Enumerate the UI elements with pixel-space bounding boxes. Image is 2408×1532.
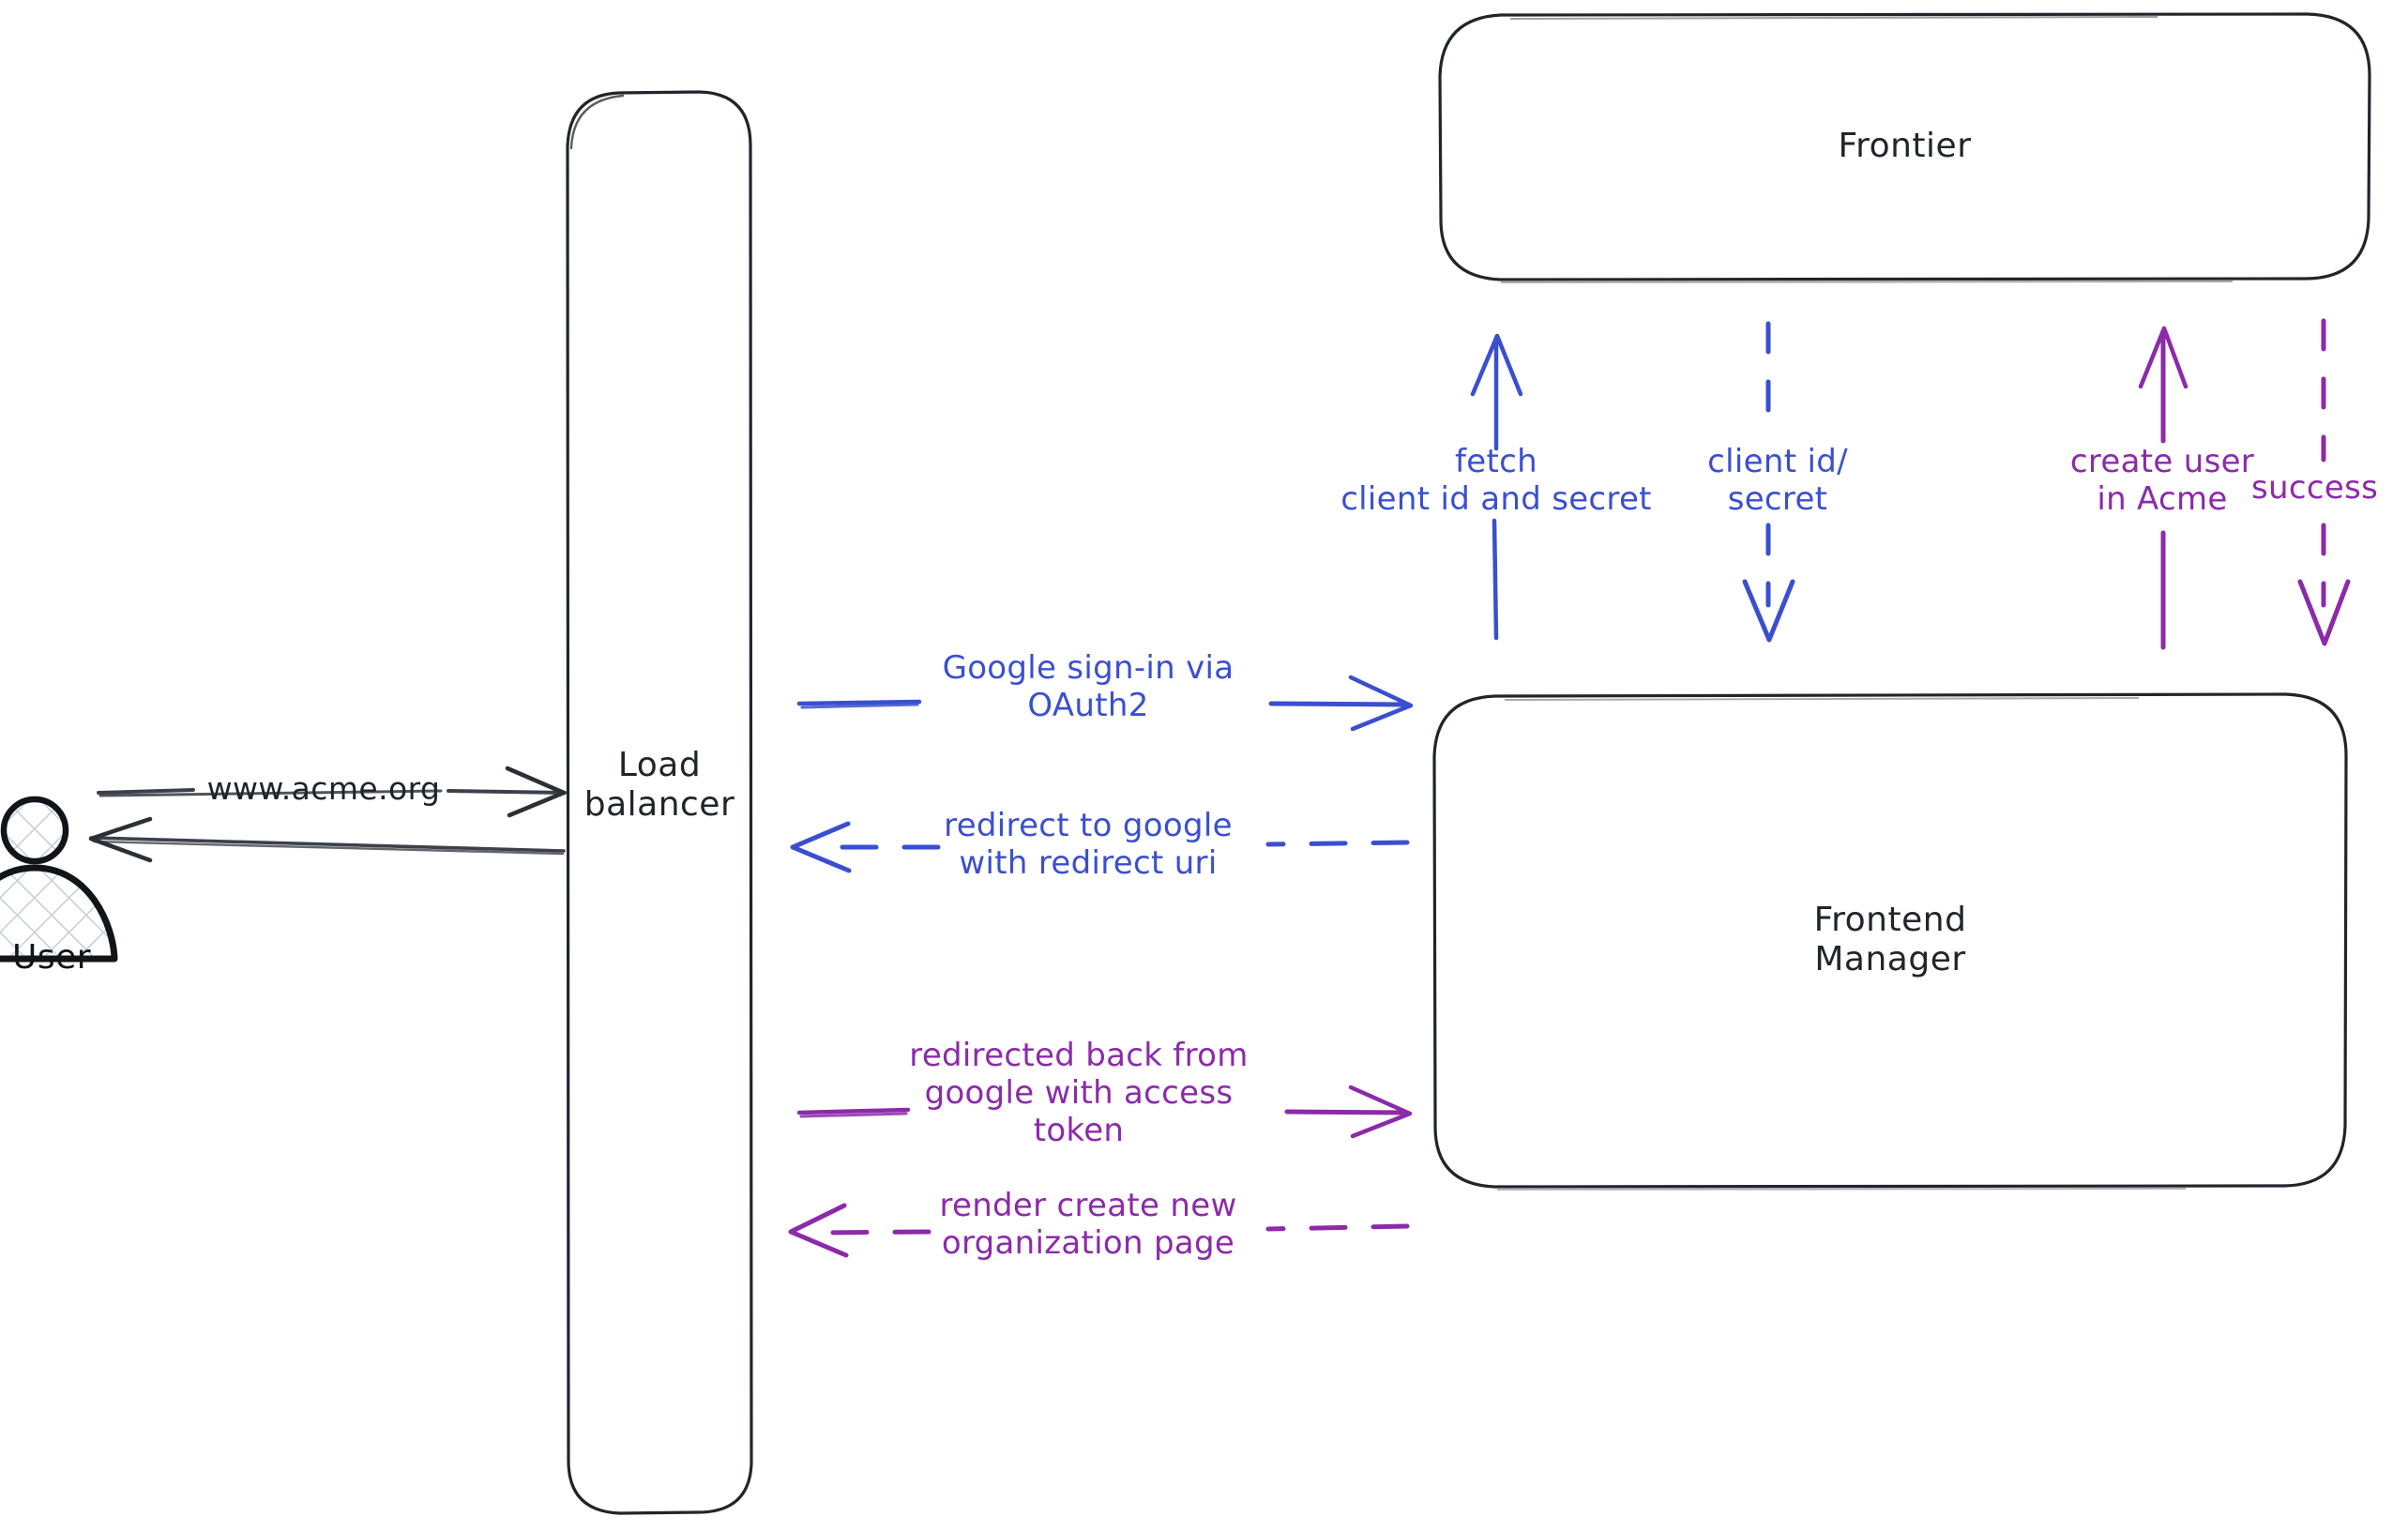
actor-label-user: User (11, 938, 92, 977)
edge-create-user-in-acme[interactable] (2138, 326, 2188, 650)
edge-fetch-client-id-secret[interactable] (1470, 333, 1523, 641)
edge-load-balancer-to-user[interactable] (88, 816, 566, 863)
edge-label-google-signin-oauth2: Google sign-in via OAuth2 (942, 649, 1234, 725)
edge-create-user-success[interactable] (2297, 318, 2351, 646)
node-label-load-balancer: Load balancer (583, 746, 735, 825)
edge-label-success: success (2251, 469, 2379, 507)
edge-redirected-back-with-token[interactable] (796, 1085, 1413, 1139)
edge-client-id-secret-response[interactable] (1742, 321, 1795, 643)
edge-redirect-to-google[interactable] (790, 821, 1410, 873)
edge-label-create-user-in-acme: create user in Acme (2069, 443, 2255, 519)
node-label-frontier: Frontier (1838, 127, 1972, 165)
edge-label-redirect-to-google: redirect to google with redirect uri (944, 807, 1233, 883)
node-frontend-manager-shape[interactable] (1432, 692, 2348, 1191)
node-label-frontend-manager: Frontend Manager (1813, 901, 1967, 979)
edge-label-fetch-client-id-secret: fetch client id and secret (1340, 443, 1652, 519)
edge-signin-oauth2[interactable] (796, 675, 1414, 732)
edge-label-www-acme-org: www.acme.org (206, 770, 441, 807)
edge-label-client-id-secret: client id/ secret (1707, 443, 1848, 519)
node-load-balancer-shape[interactable] (566, 90, 753, 1515)
edge-label-redirected-back-with-token: redirected back from google with access … (909, 1037, 1249, 1150)
edge-label-render-create-org-page: render create new organization page (939, 1187, 1237, 1263)
edge-render-create-org-page[interactable] (788, 1203, 1410, 1258)
node-frontier-shape[interactable] (1438, 12, 2371, 283)
edge-user-to-load-balancer[interactable] (97, 766, 567, 818)
